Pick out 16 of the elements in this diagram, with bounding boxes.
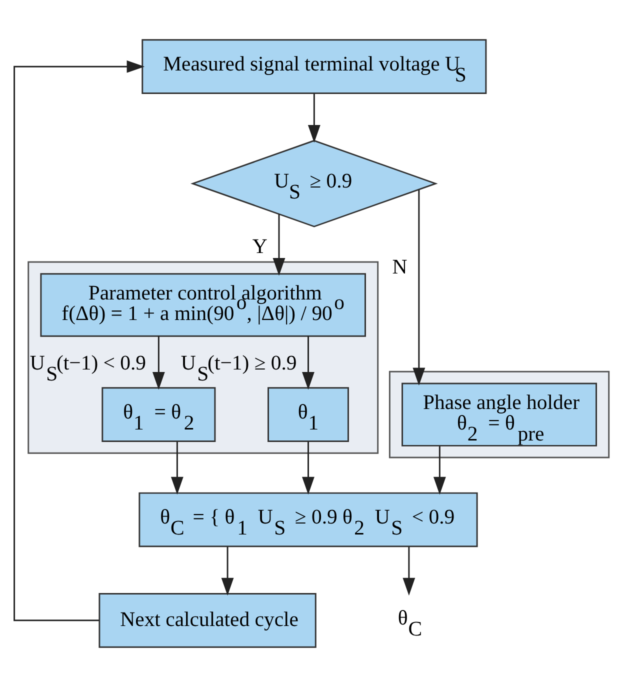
arrow	[272, 214, 286, 276]
arrow	[402, 546, 416, 596]
edge-label: N	[392, 256, 408, 278]
arrow	[14, 60, 145, 622]
edge-label: Y	[252, 236, 268, 258]
arrow	[302, 336, 314, 390]
cluster	[388, 370, 610, 458]
arrow	[433, 446, 446, 495]
arrow	[412, 190, 426, 386]
arrow	[170, 442, 184, 495]
arrow	[152, 336, 165, 390]
arrow	[308, 94, 320, 143]
arrow	[302, 442, 314, 495]
arrow	[221, 546, 234, 596]
node-box: Next calculated cycle	[98, 593, 316, 648]
cluster	[28, 261, 379, 454]
